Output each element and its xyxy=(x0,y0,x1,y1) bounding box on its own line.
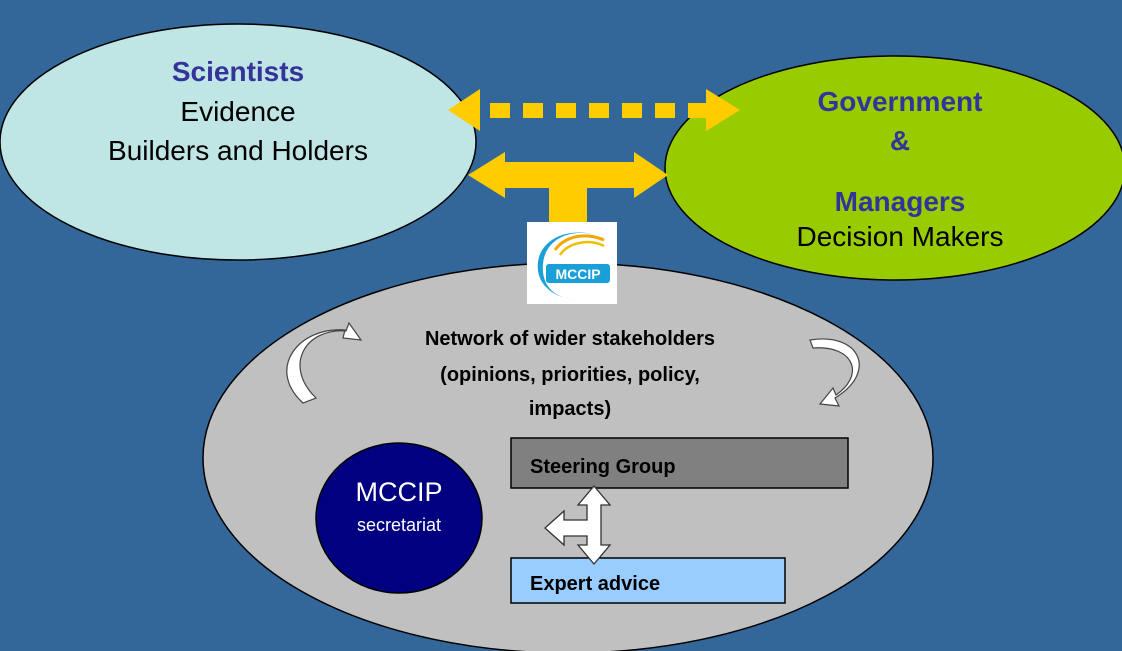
curved-arrow-left xyxy=(286,321,363,404)
scientists-line2: Builders and Holders xyxy=(108,135,368,166)
secretariat-title: MCCIP xyxy=(355,477,443,507)
network-line2: (opinions, priorities, policy, xyxy=(440,364,700,386)
scientists-line1: Evidence xyxy=(180,96,296,127)
logo-text: MCCIP xyxy=(555,266,600,282)
managers-title: Managers xyxy=(834,186,966,217)
government-ellipse xyxy=(664,55,1122,281)
government-ampersand: & xyxy=(889,125,911,156)
mccip-logo: MCCIP xyxy=(527,222,617,304)
dotted-double-arrow xyxy=(448,89,740,131)
network-line1: Network of wider stakeholders xyxy=(424,328,716,350)
government-title: Government xyxy=(817,86,983,117)
network-line3: impacts) xyxy=(528,398,612,420)
t-double-arrow xyxy=(468,152,668,224)
secretariat-subtitle: secretariat xyxy=(356,515,442,535)
expert-advice-box xyxy=(510,557,786,604)
three-way-arrow xyxy=(544,484,612,566)
scientists-title: Scientists xyxy=(171,56,305,87)
curved-arrow-right xyxy=(809,338,860,407)
secretariat-circle xyxy=(315,442,483,594)
steering-group-box xyxy=(510,437,849,489)
steering-group-label: Steering Group xyxy=(530,456,676,478)
expert-advice-label: Expert advice xyxy=(530,573,661,595)
scientists-ellipse xyxy=(0,23,477,261)
decision-makers-label: Decision Makers xyxy=(796,221,1004,252)
